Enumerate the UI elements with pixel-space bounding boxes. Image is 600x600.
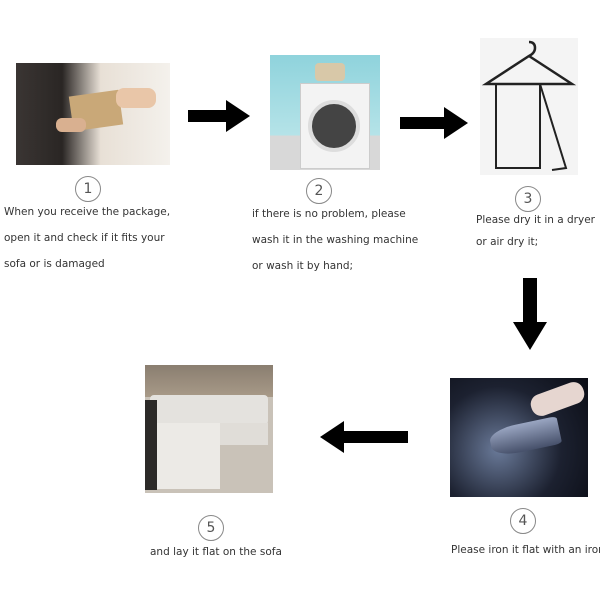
- text-line: Please dry it in a dryer: [476, 214, 595, 226]
- text-line: Please iron it flat with an iron,: [451, 544, 600, 556]
- step-1-image-package-handover: [16, 63, 170, 165]
- step-number: 2: [306, 178, 332, 204]
- text-line: or wash it by hand;: [252, 260, 354, 272]
- step-4-text: Please iron it flat with an iron,: [451, 537, 600, 563]
- text-line: or air dry it;: [476, 236, 539, 248]
- step-number: 4: [510, 508, 536, 534]
- step-1-text: When you receive the package, open it an…: [4, 199, 170, 277]
- step-3-text: Please dry it in a dryer or air dry it;: [476, 209, 595, 253]
- step-number: 1: [75, 176, 101, 202]
- step-2-image-washing-machine: [270, 55, 380, 170]
- step-number: 5: [198, 515, 224, 541]
- down-arrow-icon: [513, 278, 547, 350]
- text-line: open it and check if it fits your: [4, 232, 165, 244]
- step-5-text: and lay it flat on the sofa: [150, 539, 282, 565]
- step-3-image-hanger: [480, 38, 578, 175]
- text-line: sofa or is damaged: [4, 258, 105, 270]
- right-arrow-icon: [188, 100, 250, 132]
- text-line: When you receive the package,: [4, 206, 171, 218]
- text-line: wash it in the washing machine: [252, 234, 419, 246]
- text-line: and lay it flat on the sofa: [150, 546, 282, 558]
- hanger-icon: [481, 40, 577, 171]
- text-line: if there is no problem, please: [252, 208, 406, 220]
- step-number: 3: [515, 186, 541, 212]
- step-4-image-steam-iron: [450, 378, 588, 497]
- left-arrow-icon: [320, 421, 408, 453]
- right-arrow-icon: [400, 107, 468, 139]
- step-5-image-sofa: [145, 365, 273, 493]
- step-2-text: if there is no problem, please wash it i…: [252, 201, 418, 279]
